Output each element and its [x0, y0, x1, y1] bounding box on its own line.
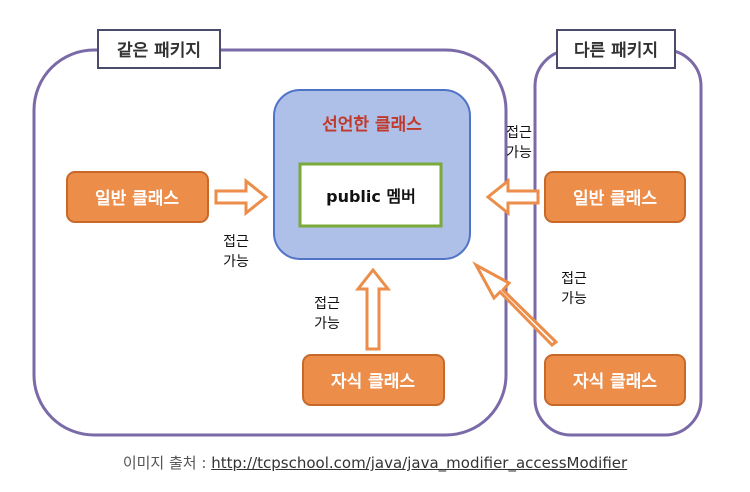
public-member-box [298, 162, 443, 228]
arrow-other-child-to-declared [472, 261, 559, 347]
other-package-label-box [556, 29, 676, 69]
access-label-other-general-2: 가능 [506, 145, 532, 161]
same-package-label: 같은 패키지 [117, 41, 201, 61]
other-package-general-class: 일반 클래스 [573, 189, 657, 209]
other-package-child-class-box [544, 354, 686, 406]
arrow-other-general-to-declared [485, 177, 540, 217]
arrow-same-general-to-declared [214, 177, 269, 217]
other-package-general-class-box [544, 171, 686, 223]
declared-class-title: 선언한 클래스 [322, 115, 422, 135]
access-label-other-child-2: 가능 [561, 291, 587, 307]
caption-source-link[interactable]: http://tcpschool.com/java/java_modifier_… [211, 454, 628, 472]
access-label-other-general: 접근 [506, 125, 532, 141]
same-package-child-class-box [302, 354, 445, 406]
access-label-same-general: 접근 [223, 234, 249, 250]
access-label-same-child: 접근 [314, 296, 340, 312]
other-package-label: 다른 패키지 [574, 41, 658, 61]
same-package-child-class: 자식 클래스 [331, 372, 415, 392]
access-label-same-general-2: 가능 [223, 254, 249, 270]
access-modifier-diagram: 같은 패키지 다른 패키지 선언한 클래스 public 멤버 일반 클래스 자… [32, 29, 703, 437]
other-package-child-class: 자식 클래스 [573, 372, 657, 392]
same-package-general-class: 일반 클래스 [95, 189, 179, 209]
same-package-general-class-box [66, 171, 209, 223]
arrow-same-child-to-declared [354, 267, 392, 351]
public-member-label: public 멤버 [326, 187, 416, 206]
same-package-label-box [97, 29, 221, 69]
image-source-caption: 이미지 출처 : http://tcpschool.com/java/java_… [0, 452, 750, 473]
access-label-same-child-2: 가능 [314, 316, 340, 332]
caption-prefix: 이미지 출처 : [122, 454, 212, 472]
access-label-other-child: 접근 [561, 271, 587, 287]
